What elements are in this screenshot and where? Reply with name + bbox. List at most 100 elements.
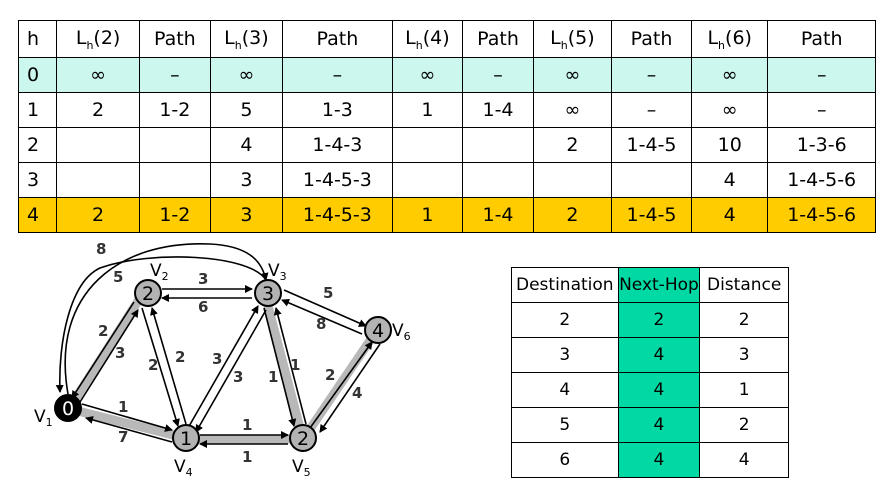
weight-v1-v3-top: 8 (96, 240, 106, 258)
header-lh6: Lh(6) (691, 20, 769, 58)
table-cell: 1-4 (462, 197, 534, 233)
node-v5-sub: 5 (304, 466, 311, 479)
edge-v3-v6 (283, 289, 367, 327)
edge-v6-v3 (281, 299, 363, 335)
weight-v2-v4: 2 (148, 356, 158, 374)
table-cell (56, 127, 141, 163)
table-cell: 1 (391, 92, 464, 128)
edge-v1-v4 (81, 403, 173, 432)
distance-table: h Lh(2) Path Lh(3) Path Lh(4) Path Lh(5)… (17, 20, 876, 233)
cell-h: 2 (17, 127, 58, 163)
table-cell: ∞ (56, 57, 141, 93)
node-v2-name: V (150, 261, 162, 281)
table-row: 1 2 1-2 5 1-3 1 1-4 ∞ – ∞ – (17, 92, 876, 128)
table-row: 6 4 4 (511, 442, 789, 478)
header-h: h (17, 20, 58, 58)
table-cell (391, 162, 464, 198)
table-cell: 4 (617, 407, 701, 443)
edge-v5-v6 (309, 341, 373, 429)
weight-v5-v4: 1 (242, 448, 252, 466)
node-v1-name: V (34, 407, 46, 427)
node-v4: 1 V4 (172, 424, 200, 479)
table-cell (56, 162, 141, 198)
table-cell: 4 (617, 442, 701, 478)
edge-v3-v1-top (55, 256, 267, 393)
svg-text:V6: V6 (392, 321, 411, 343)
graph-nodes: 0 V1 2 V2 3 V3 1 V4 2 V5 4 V6 (34, 261, 411, 479)
node-v4-name: V (174, 457, 186, 477)
weight-v1-v2: 2 (98, 322, 108, 340)
table-cell: – (462, 57, 534, 93)
node-v6: 4 V6 (364, 316, 411, 344)
table-row: 4 2 1-2 3 1-4-5-3 1 1-4 2 1-4-5 4 1-4-5-… (17, 197, 876, 233)
table-cell: 5 (209, 92, 284, 128)
table-row: 4 4 1 (511, 372, 789, 408)
table-cell (391, 127, 464, 163)
svg-text:V5: V5 (292, 457, 311, 479)
table-cell: ∞ (691, 92, 769, 128)
weight-v2-v1: 3 (115, 344, 125, 362)
weight-v4-v2: 2 (175, 348, 185, 366)
node-v2-label: 2 (142, 283, 154, 305)
table-cell: 10 (691, 127, 769, 163)
table-cell: 4 (209, 127, 284, 163)
table-cell: ∞ (532, 92, 613, 128)
routing-table: Destination Next-Hop Distance 2 2 2 3 4 … (511, 267, 789, 478)
weight-v4-v5: 1 (242, 416, 252, 434)
edge-v3-v4 (195, 309, 267, 433)
table-row: 2 2 2 (511, 302, 789, 338)
table-cell: 1-4-3 (282, 127, 393, 163)
table-cell: 4 (617, 372, 701, 408)
node-v4-label: 1 (180, 428, 192, 450)
weight-v3-v1-top: 5 (113, 268, 123, 286)
highlight-v5-v3 (263, 301, 305, 433)
cell-h: 1 (17, 92, 58, 128)
table-cell: – (282, 57, 393, 93)
edge-v1-v2 (79, 309, 139, 403)
weight-v6-v3: 8 (316, 315, 326, 333)
table-cell: 3 (209, 197, 284, 233)
table-cell: 1-4 (462, 92, 534, 128)
header-path6: Path (767, 20, 876, 58)
table-cell (462, 127, 534, 163)
node-v1-sub: 1 (46, 416, 53, 429)
table-cell: – (767, 57, 876, 93)
node-v1: 0 V1 (34, 394, 82, 429)
highlight-v1-v4 (69, 405, 186, 442)
table-cell: 1-4-5-6 (767, 197, 876, 233)
edge-weights: 8 5 3 6 2 3 2 2 3 3 1 1 5 8 2 4 1 7 1 1 (96, 240, 362, 466)
table-row: 5 4 2 (511, 407, 789, 443)
table-cell: 3 (699, 337, 789, 373)
weight-v5-v6: 2 (325, 366, 335, 384)
edge-v1-v3-top (64, 243, 269, 395)
node-v5-label: 2 (297, 428, 309, 450)
weight-v3-v2: 6 (198, 298, 208, 316)
svg-text:V3: V3 (268, 261, 287, 283)
table-cell: – (767, 92, 876, 128)
cell-h: 0 (17, 57, 58, 93)
table-cell: ∞ (691, 57, 769, 93)
edge-v2-v1 (71, 301, 135, 399)
table-cell: 4 (511, 372, 619, 408)
weight-v3-v6: 5 (323, 284, 333, 302)
weight-v4-v1: 7 (118, 428, 128, 446)
header-path5: Path (611, 20, 693, 58)
highlight-v1-v2 (67, 293, 145, 409)
table-cell (139, 162, 211, 198)
node-v6-label: 4 (372, 320, 384, 342)
table-cell: 2 (617, 302, 701, 338)
node-v2: 2 V2 (134, 261, 169, 307)
weight-v1-v4: 1 (118, 398, 128, 416)
header-lh4: Lh(4) (391, 20, 464, 58)
table-cell: 1 (699, 372, 789, 408)
table-row: 3 3 1-4-5-3 4 1-4-5-6 (17, 162, 876, 198)
table-cell (532, 162, 613, 198)
table-cell: 1-3-6 (767, 127, 876, 163)
table-cell: – (139, 57, 211, 93)
edge-v4-v3 (187, 305, 259, 429)
table-cell: 2 (532, 127, 613, 163)
graph-edges (55, 243, 381, 448)
svg-text:V2: V2 (150, 261, 169, 283)
weight-v5-v3: 1 (290, 356, 300, 374)
svg-text:V1: V1 (34, 407, 53, 429)
